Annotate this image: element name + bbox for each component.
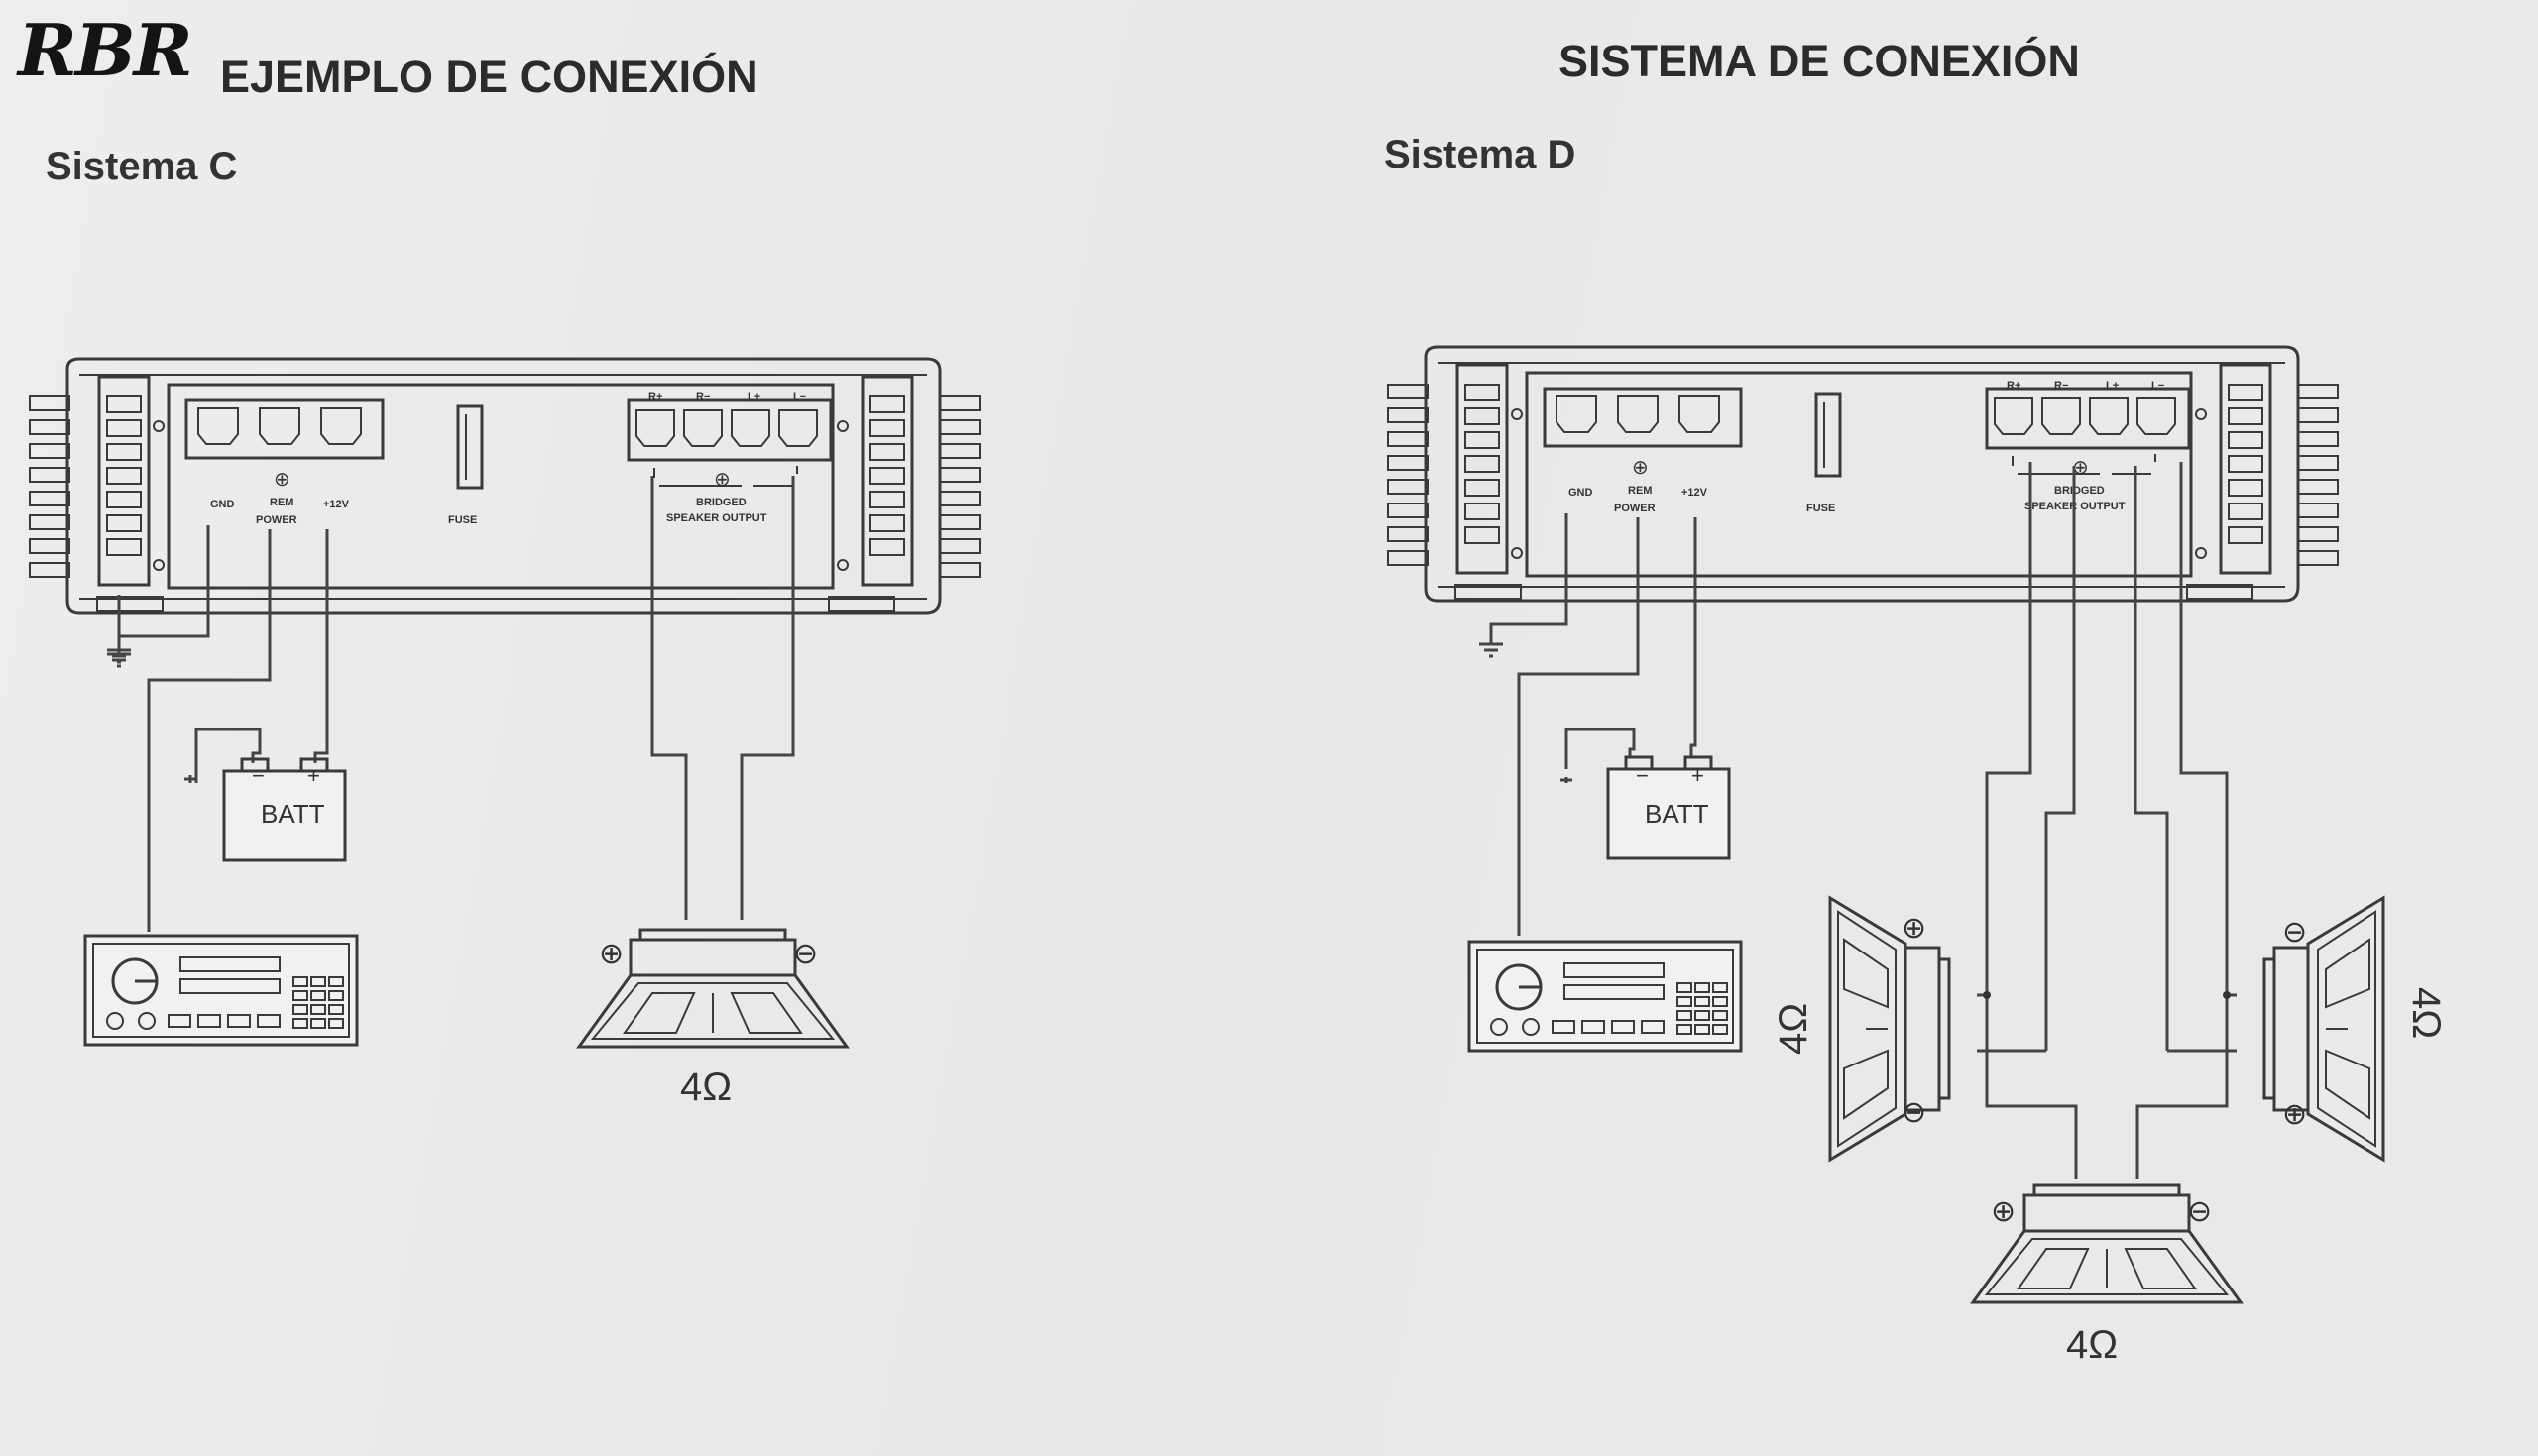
right-12v-label: +12V	[1681, 487, 1708, 499]
right-speaker-left	[1828, 896, 1951, 1162]
right-batt-minus: −	[1636, 763, 1649, 788]
right-speaker-bottom-minus: ⊖	[2187, 1195, 2212, 1228]
left-speaker-minus: ⊖	[793, 938, 818, 970]
left-power-label: POWER	[256, 514, 297, 526]
left-speaker-plus: ⊕	[599, 938, 624, 970]
left-fuse-label: FUSE	[448, 514, 477, 526]
left-lminus-label: L−	[793, 392, 806, 403]
left-lplus-label: L+	[748, 392, 760, 403]
right-wiring	[1479, 462, 2237, 1179]
left-rplus-label: R+	[648, 392, 662, 403]
left-12v-label: +12V	[323, 499, 350, 510]
right-speaker-bottom-plus: ⊕	[1991, 1195, 2016, 1228]
right-head-unit	[1467, 940, 1743, 1053]
right-center-plus: ⊕	[1632, 457, 1649, 479]
amplifier-right	[1386, 345, 2340, 603]
right-subtitle: Sistema D	[1384, 133, 1576, 176]
right-batt-label: BATT	[1645, 799, 1709, 829]
left-gnd-label: GND	[210, 499, 235, 510]
right-batt-plus: +	[1691, 763, 1704, 788]
right-speaker-right-minus: ⊖	[2282, 916, 2307, 949]
right-lplus-label: L+	[2106, 380, 2119, 392]
right-speaker-left-plus: ⊕	[1902, 912, 1926, 945]
right-gnd-label: GND	[1568, 487, 1593, 499]
left-output-plus: ⊕	[714, 469, 731, 491]
left-rem-label: REM	[270, 497, 293, 508]
left-head-unit	[83, 934, 359, 1047]
right-impedance-bottom: 4Ω	[2066, 1323, 2118, 1367]
right-impedance-right: 4Ω	[2404, 987, 2448, 1039]
right-bridged-label: BRIDGED	[2054, 485, 2105, 497]
rbr-logo: RBR	[18, 8, 193, 92]
right-speaker-right-plus: ⊕	[2282, 1098, 2307, 1131]
amplifier-left	[28, 357, 981, 615]
right-fuse-label: FUSE	[1806, 503, 1835, 514]
right-power-label: POWER	[1614, 503, 1656, 514]
right-impedance-left: 4Ω	[1772, 1003, 1815, 1055]
left-speaker-output-label: SPEAKER OUTPUT	[666, 512, 767, 524]
left-bridged-label: BRIDGED	[696, 497, 747, 508]
left-title: EJEMPLO DE CONEXIÓN	[220, 52, 758, 102]
right-speaker-left-minus: ⊖	[1902, 1096, 1926, 1129]
right-lminus-label: L−	[2151, 380, 2164, 392]
right-rminus-label: R−	[2054, 380, 2068, 392]
left-subtitle: Sistema C	[46, 145, 238, 188]
left-wiring	[107, 476, 795, 932]
right-title: SISTEMA DE CONEXIÓN	[1558, 36, 2080, 86]
right-rplus-label: R+	[2007, 380, 2020, 392]
left-impedance: 4Ω	[680, 1065, 732, 1109]
left-center-plus: ⊕	[274, 469, 290, 491]
left-batt-minus: −	[252, 763, 265, 788]
left-ground-symbol	[107, 595, 131, 664]
right-rem-label: REM	[1628, 485, 1652, 497]
left-batt-plus: +	[307, 763, 320, 788]
left-rminus-label: R−	[696, 392, 710, 403]
right-output-plus: ⊕	[2072, 457, 2089, 479]
left-batt-label: BATT	[261, 799, 325, 829]
